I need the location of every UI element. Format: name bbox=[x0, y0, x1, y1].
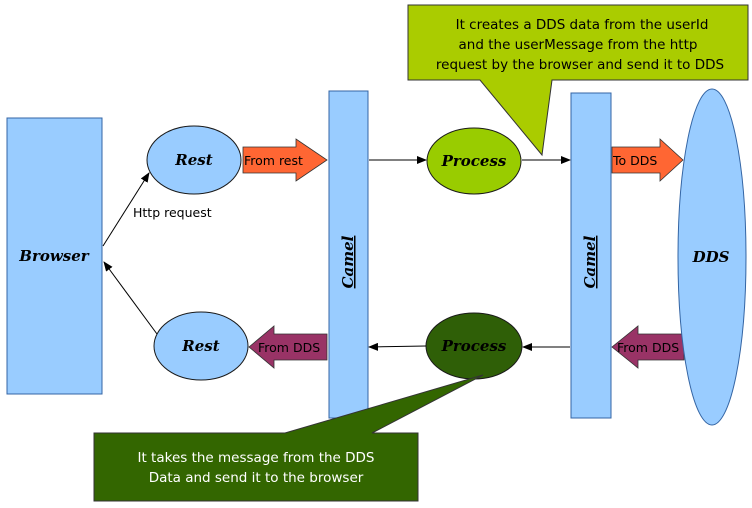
bottom-callout-line-2: Data and send it to the browser bbox=[149, 470, 364, 486]
rest-bottom-label: Rest bbox=[181, 337, 219, 355]
top-callout-line-3: request by the browser and send it to DD… bbox=[436, 57, 724, 73]
from-rest-label: From rest bbox=[244, 153, 303, 168]
camel-left-box bbox=[328, 90, 369, 419]
from-dds-left-arrow bbox=[248, 325, 328, 369]
rest-top-node bbox=[146, 125, 242, 195]
from-dds-left-label: From DDS bbox=[258, 340, 320, 355]
rest-bottom-node bbox=[153, 311, 249, 381]
to-dds-label: To DDS bbox=[612, 153, 657, 168]
http-request-label: Http request bbox=[133, 205, 212, 220]
from-rest-arrow bbox=[242, 138, 328, 182]
dds-node bbox=[677, 88, 747, 426]
rest-to-browser-arrow bbox=[103, 261, 158, 335]
camel-right-box bbox=[570, 92, 612, 419]
process-bottom-label: Process bbox=[441, 337, 507, 355]
bottom-callout bbox=[93, 374, 484, 502]
from-dds-right-label: From DDS bbox=[617, 340, 679, 355]
browser-to-rest-arrow bbox=[102, 172, 150, 247]
to-dds-arrow bbox=[611, 138, 684, 182]
camel-left-label: Camel bbox=[339, 235, 357, 288]
dds-label: DDS bbox=[692, 248, 730, 266]
camel-right-label: Camel bbox=[581, 235, 599, 288]
process-top-label: Process bbox=[441, 152, 507, 170]
process-bottom-to-camel-arrow bbox=[368, 342, 427, 351]
from-dds-right-arrow bbox=[611, 325, 685, 369]
bottom-callout-line-1: It takes the message from the DDS bbox=[137, 450, 374, 466]
browser-label: Browser bbox=[18, 247, 89, 265]
top-callout bbox=[407, 4, 749, 157]
browser-box bbox=[6, 117, 103, 395]
process-top-node bbox=[426, 127, 522, 195]
top-callout-line-2: and the userMessage from the http bbox=[459, 37, 698, 53]
rest-top-label: Rest bbox=[174, 151, 212, 169]
top-callout-line-1: It creates a DDS data from the userId bbox=[456, 17, 709, 33]
